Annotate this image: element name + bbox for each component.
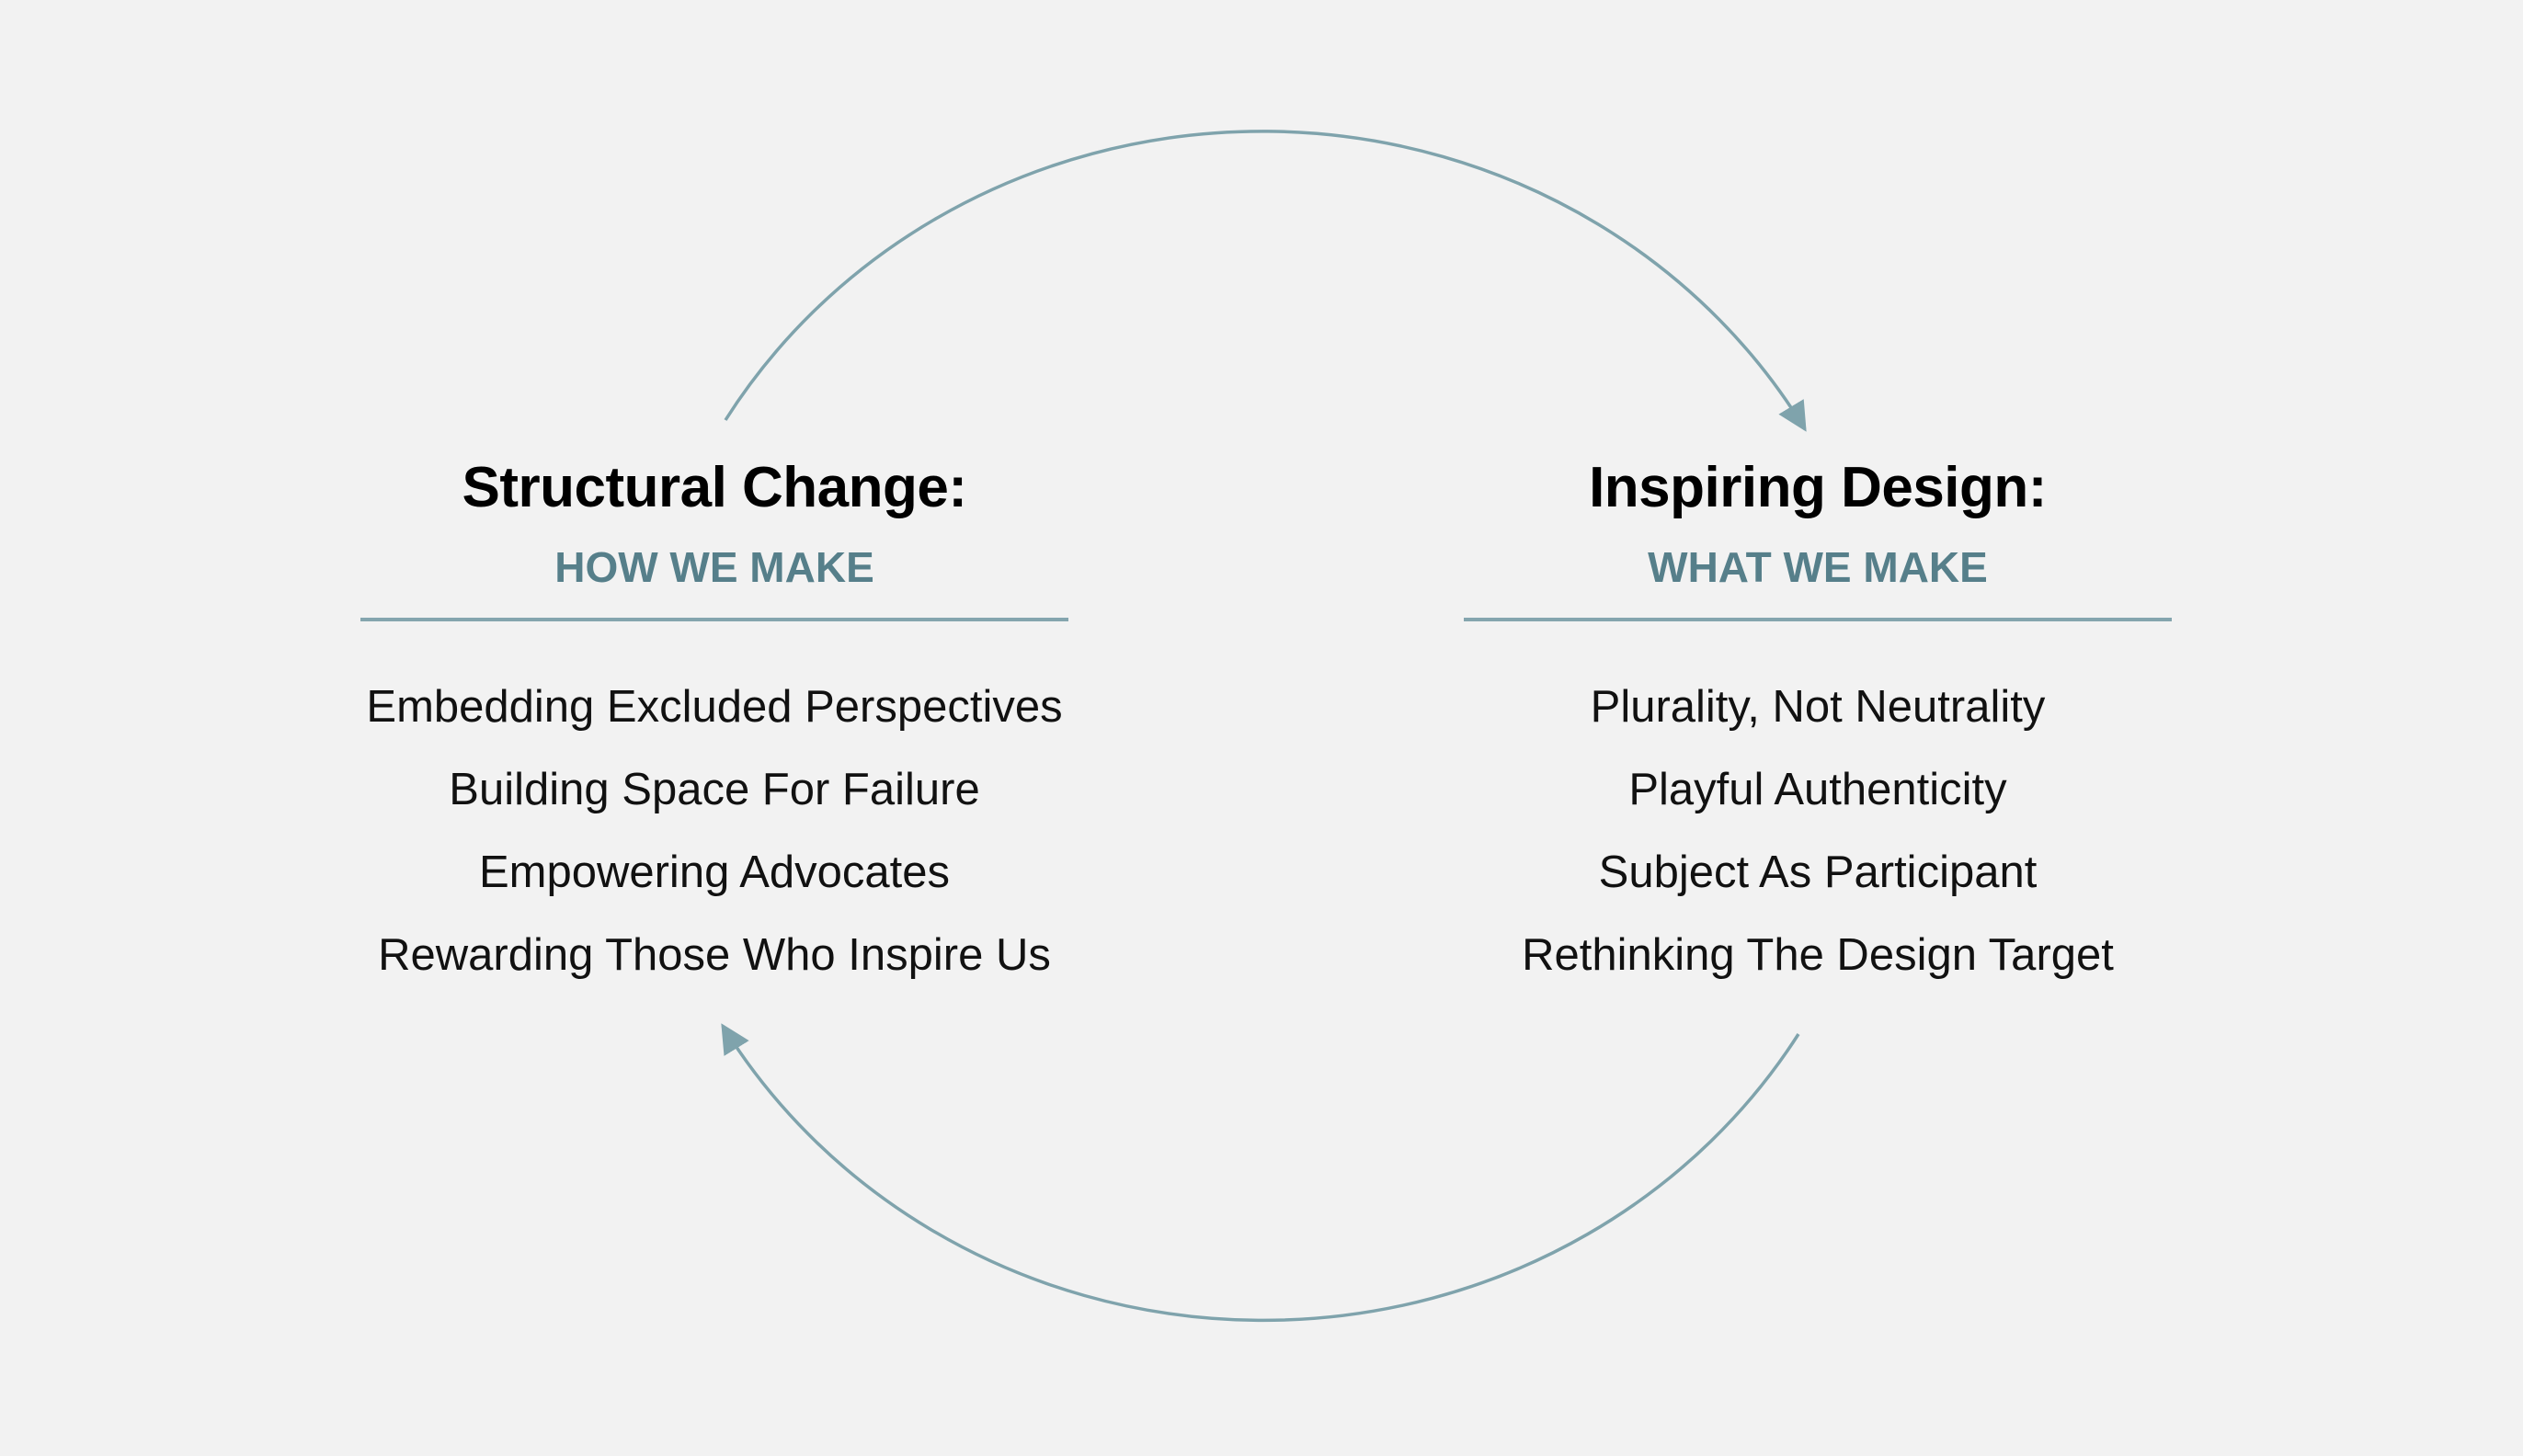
section-subtitle: HOW WE MAKE [554,543,874,591]
list-item: Subject As Participant [1598,847,2038,897]
section-title: Inspiring Design: [1589,456,2047,519]
structural-change-section: Structural Change: HOW WE MAKE Embedding… [360,460,1068,996]
inspiring-design-section: Inspiring Design: WHAT WE MAKE Plurality… [1464,460,2172,996]
list-item: Rewarding Those Who Inspire Us [378,930,1051,980]
bottom-arrow-arc [721,1023,1800,1323]
top-arrow-arc [724,130,1807,432]
list-item: Rethinking The Design Target [1522,930,2114,980]
divider [1464,618,2172,621]
section-title: Structural Change: [462,456,967,519]
list-item: Embedding Excluded Perspectives [366,682,1063,732]
section-subtitle: WHAT WE MAKE [1648,543,1988,591]
list-item: Playful Authenticity [1628,765,2007,814]
list-item: Empowering Advocates [478,847,951,897]
list-item: Plurality, Not Neutrality [1590,682,2046,732]
divider [360,618,1068,621]
list-item: Building Space For Failure [449,765,980,814]
